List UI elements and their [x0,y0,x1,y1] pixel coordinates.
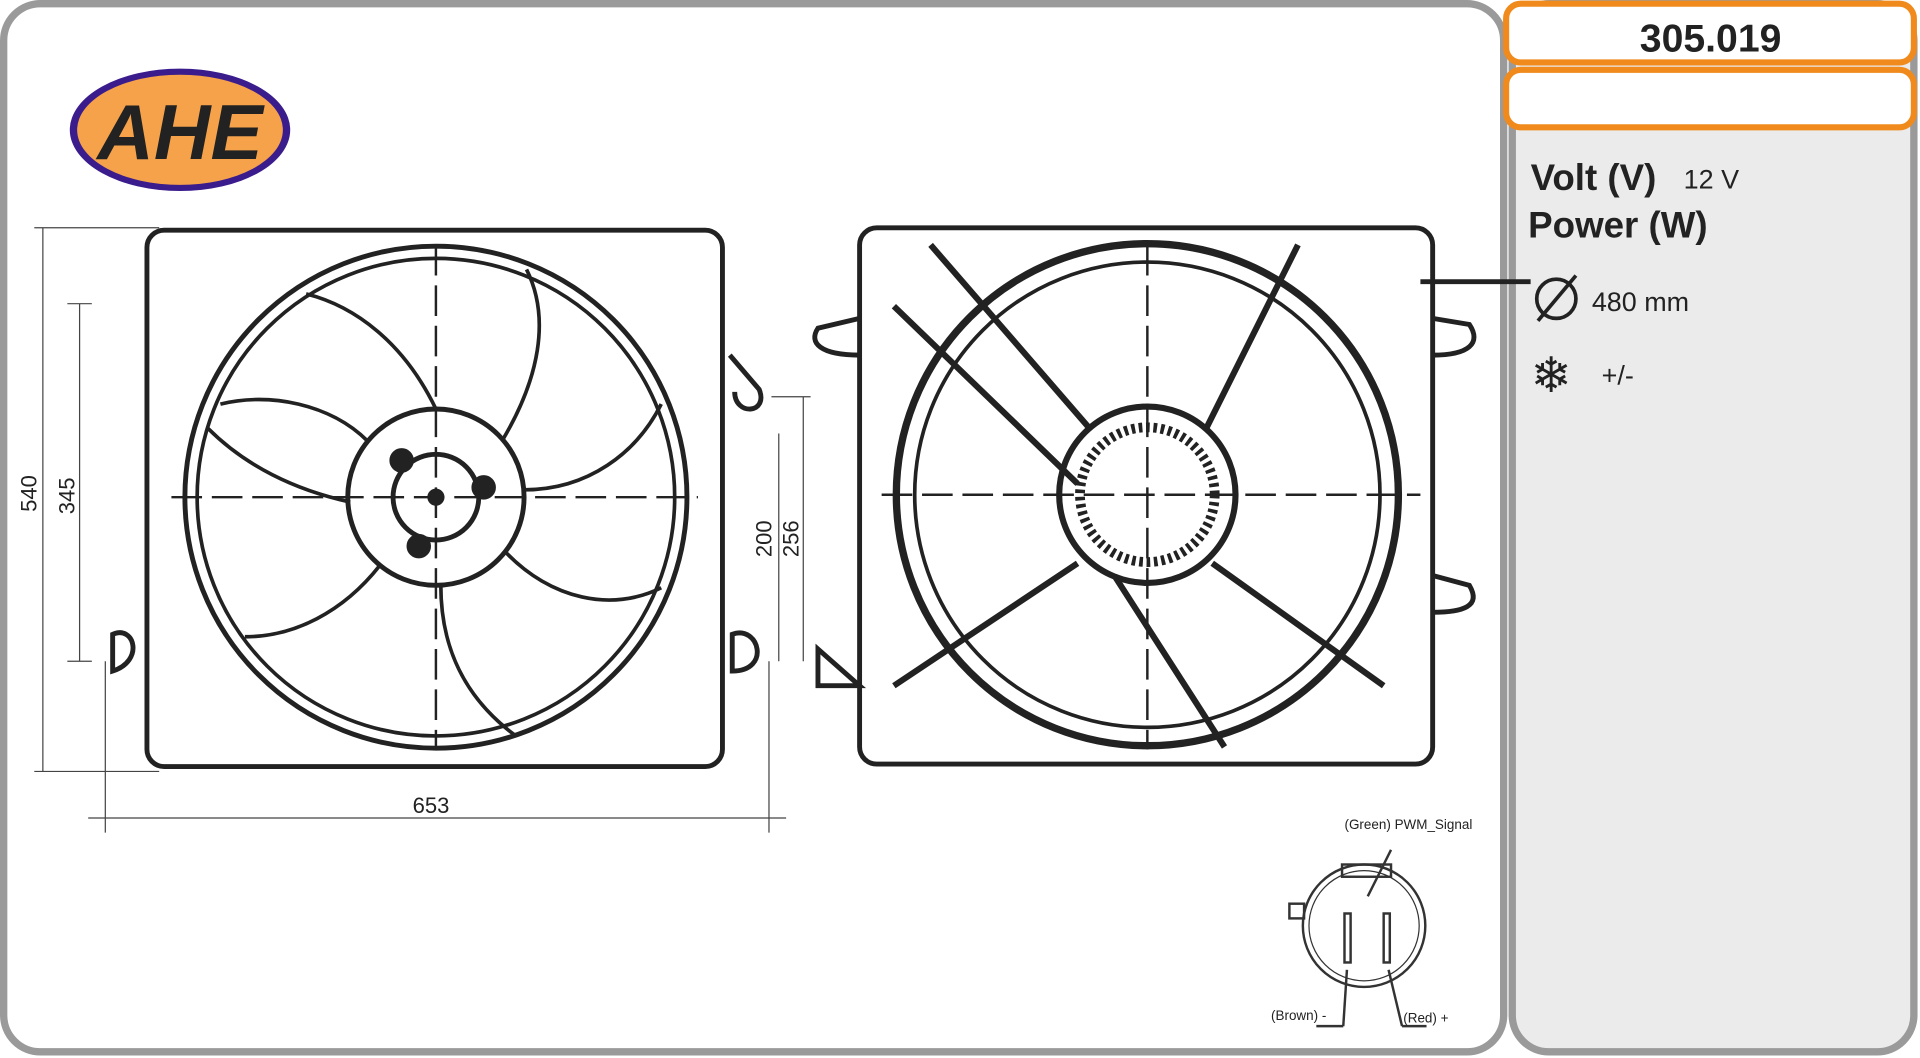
dim-345: 345 [55,478,80,515]
fan-rear-view [812,225,1531,767]
part-number-box [1503,0,1917,66]
diameter-icon [1534,274,1578,323]
empty-box [1503,66,1917,131]
pin-signal-label: (Green) PWM_Signal [1344,817,1472,832]
dim-653: 653 [413,793,450,818]
part-number: 305.019 [1640,17,1782,60]
diameter-value: 480 mm [1592,287,1689,317]
connector-diagram [1288,849,1427,1028]
pin-negative-label: (Brown) - [1271,1008,1326,1023]
power-label: Power (W) [1528,205,1708,246]
snowflake-icon: ❄ [1531,349,1572,403]
dim-540: 540 [17,475,42,512]
fan-front-view [110,227,764,769]
pin-positive-label: (Red) + [1403,1010,1448,1025]
dimension-lines [34,227,811,833]
logo-text: AHE [95,88,265,176]
volt-label: Volt (V) [1531,157,1657,198]
ahe-logo: AHE [69,68,291,192]
dim-200: 200 [751,520,776,557]
volt-value: 12 V [1684,165,1739,195]
dim-256: 256 [778,520,803,557]
rotation-value: +/- [1602,361,1634,391]
